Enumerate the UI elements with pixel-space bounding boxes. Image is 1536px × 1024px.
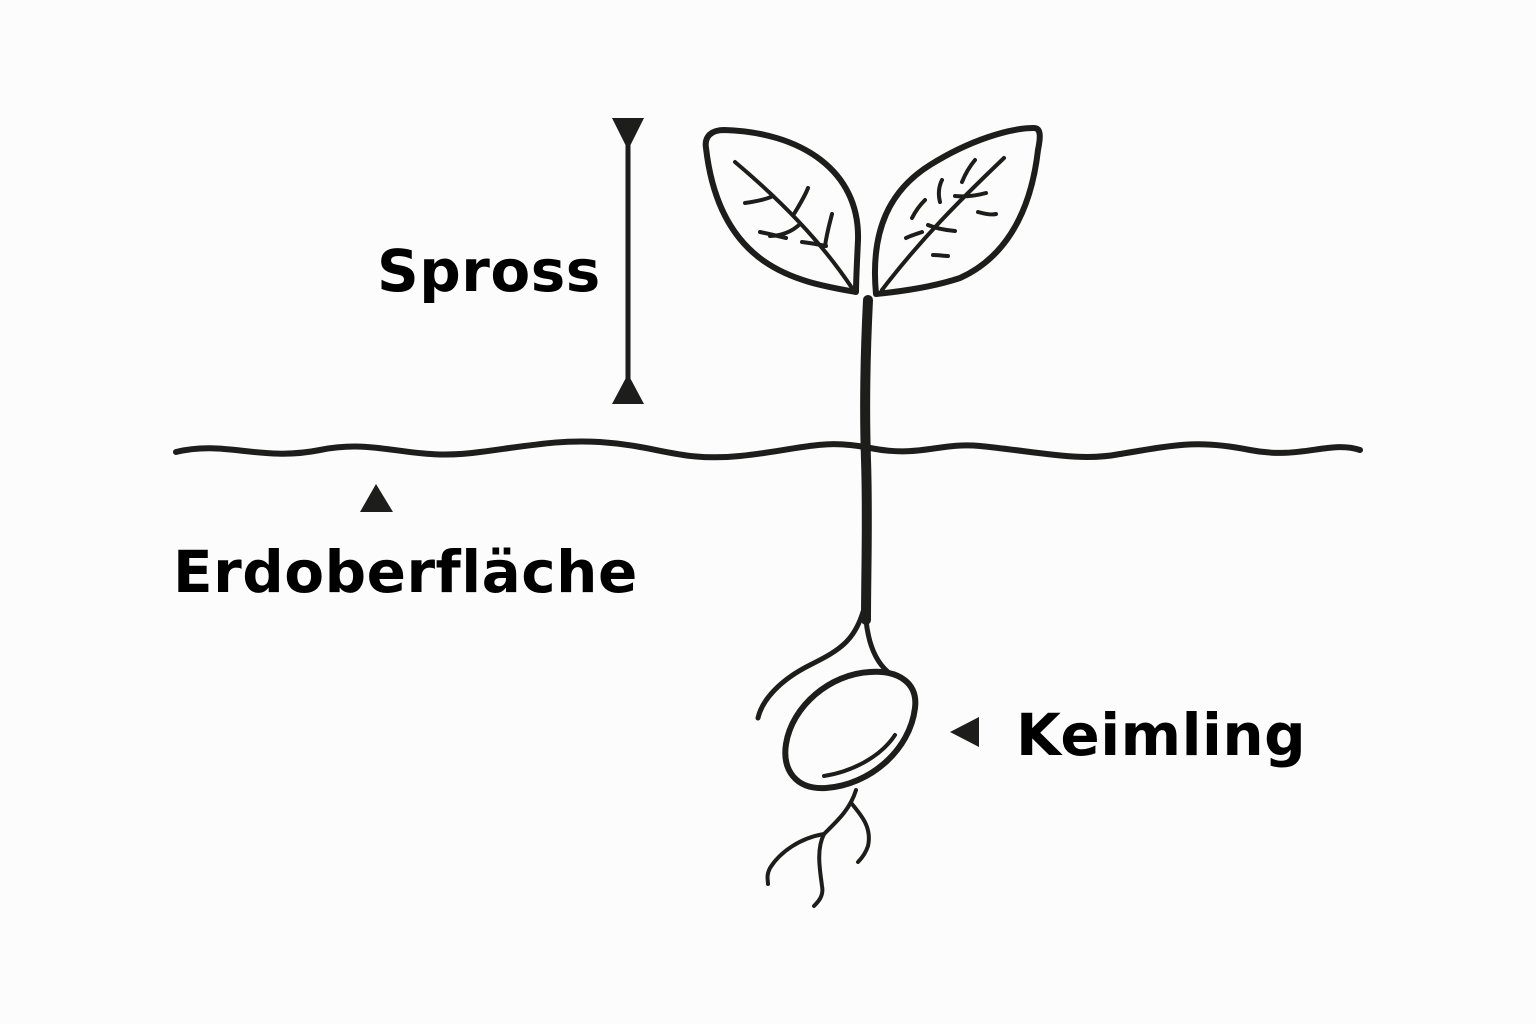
seedling-drawing [702, 125, 1043, 908]
left-leaf-vein [733, 160, 854, 290]
right-leaf [872, 125, 1043, 297]
seed [782, 668, 919, 792]
side-root [755, 597, 869, 721]
lower-root-left [765, 832, 826, 886]
seedling-label: Keimling [1016, 701, 1307, 769]
lower-root-main [812, 788, 858, 908]
shoot-dimension-bottom-triangle [612, 374, 644, 404]
right-leaf-vein [880, 156, 1006, 292]
soil-surface-line [173, 438, 1363, 461]
shoot-label: Spross [377, 237, 601, 305]
soil-pointer-triangle-up-icon [360, 484, 393, 512]
left-leaf [702, 127, 862, 295]
lower-root-right [850, 802, 871, 864]
stem [860, 295, 873, 625]
seedling-pointer-triangle-left-icon [950, 717, 979, 747]
seed-highlight [822, 733, 897, 778]
soil-surface-label: Erdoberfläche [173, 538, 638, 606]
shoot-dimension-top-triangle [612, 118, 644, 150]
